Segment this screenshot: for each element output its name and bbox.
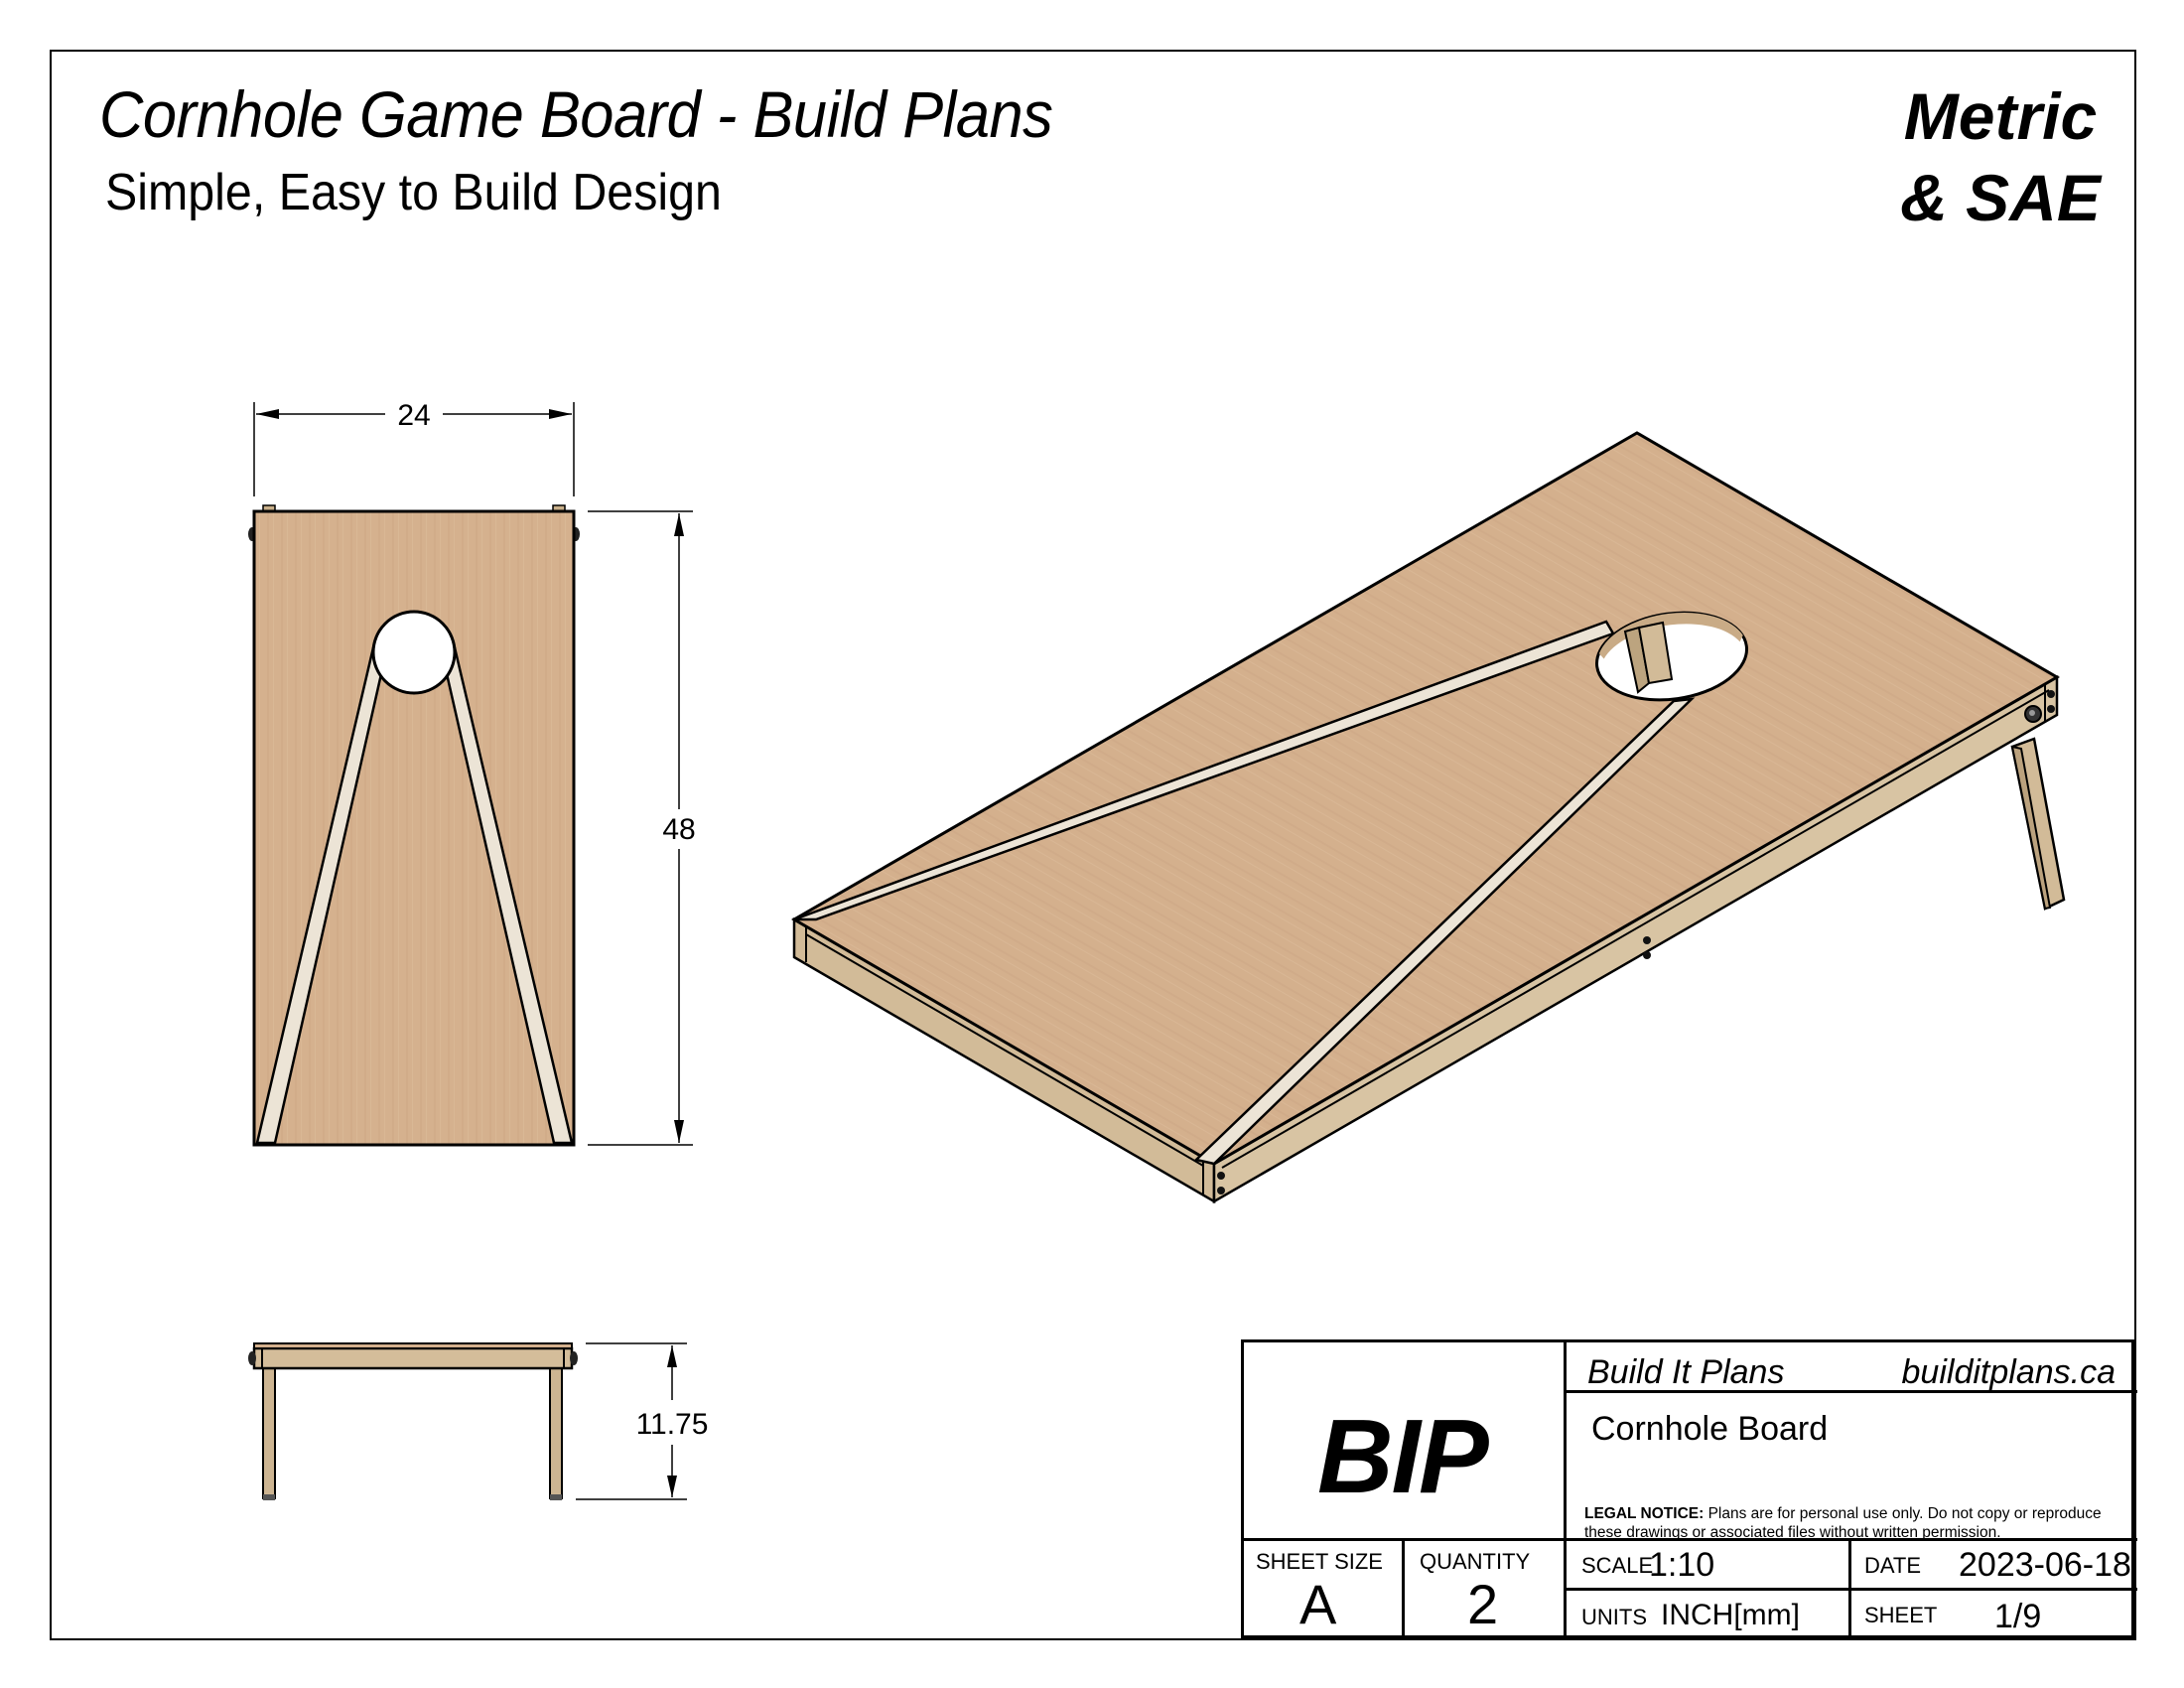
page-title: Cornhole Game Board - Build Plans xyxy=(99,77,1053,151)
side-view: 11.75 xyxy=(248,1342,709,1500)
units-badge: Metric & SAE xyxy=(1881,75,2119,238)
drawing-border xyxy=(50,50,2136,1640)
date-value: 2023-06-18 xyxy=(1959,1546,2131,1584)
scale-value: 1:10 xyxy=(1649,1546,1715,1584)
part-name: Cornhole Board xyxy=(1591,1410,1829,1448)
width-dimension-label: 24 xyxy=(397,399,430,432)
width-dimension: 24 xyxy=(253,399,575,496)
units-badge-line-2: & SAE xyxy=(1900,161,2101,234)
quantity-label: QUANTITY xyxy=(1420,1549,1531,1574)
sheet-value: 1/9 xyxy=(1994,1598,2042,1635)
height-dimension-label: 11.75 xyxy=(636,1408,709,1441)
legal-notice: LEGAL NOTICE: Plans are for personal use… xyxy=(1584,1504,2125,1542)
units-label: UNITS xyxy=(1581,1605,1647,1629)
sheet-size-value: A xyxy=(1299,1573,1337,1635)
length-dimension-label: 48 xyxy=(662,813,695,846)
company-logo: BIP xyxy=(1317,1398,1489,1515)
sheet-size-label: SHEET SIZE xyxy=(1256,1549,1383,1574)
top-view: 24 48 xyxy=(248,399,696,1147)
board-hole xyxy=(371,610,457,695)
page-subtitle: Simple, Easy to Build Design xyxy=(105,164,722,221)
isometric-view xyxy=(791,431,2066,1204)
sheet-label: SHEET xyxy=(1864,1603,1938,1627)
units-badge-line-1: Metric xyxy=(1903,79,2098,153)
date-label: DATE xyxy=(1864,1553,1922,1578)
length-dimension: 48 xyxy=(588,510,696,1146)
title-block: BIP Build It Plans builditplans.ca Cornh… xyxy=(1241,1339,2137,1638)
legal-notice-label: LEGAL NOTICE: xyxy=(1584,1505,1705,1522)
company-name: Build It Plans xyxy=(1587,1353,1785,1391)
scale-label: SCALE xyxy=(1581,1553,1654,1578)
units-value: INCH[mm] xyxy=(1661,1599,1800,1631)
legal-notice-text: Plans are for personal use only. Do not … xyxy=(1584,1505,2102,1541)
quantity-value: 2 xyxy=(1467,1573,1499,1635)
board-top-surface xyxy=(252,509,576,1147)
company-website: builditplans.ca xyxy=(1901,1353,2116,1391)
height-dimension: 11.75 xyxy=(576,1342,709,1500)
